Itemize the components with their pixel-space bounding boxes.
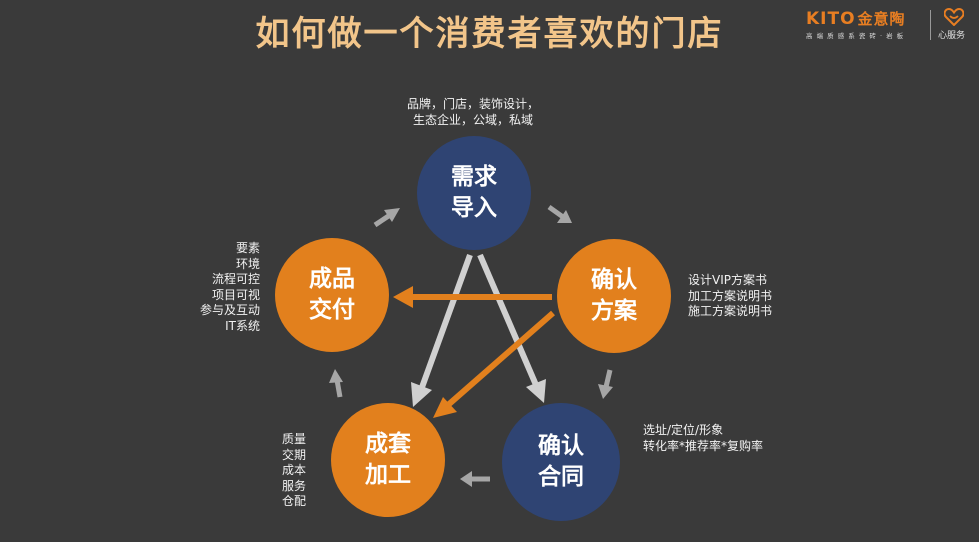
node-plan-line1: 确认 [591,267,637,293]
arrow-demand-to-contract [477,253,546,403]
node-demand-line2: 导入 [451,195,497,221]
logo-tagline: 高 端 质 感 系 瓷 砖 · 岩 板 [806,32,905,40]
logo-divider [930,10,931,40]
note-line: 交期 [282,447,307,462]
node-confirm-plan: 确认 方案 [557,239,671,353]
note-line: 加工方案说明书 [688,288,773,303]
note-line: 项目可视 [211,287,260,302]
node-delivery-line2: 交付 [309,297,355,323]
arrow-demand-to-processing [411,253,473,407]
note-line: 品牌，门店，装饰设计， [406,97,539,111]
node-processing-line2: 加工 [365,462,411,488]
arrow-plan-to-processing [433,310,555,418]
note-line: 生态企业，公域，私域 [412,112,533,127]
cycle-arrow-plan-to-contract [598,369,613,399]
note-line: 仓配 [282,494,307,508]
node-demand-line1: 需求 [451,164,497,190]
arrow-plan-to-delivery [393,286,552,308]
node-plan-line2: 方案 [591,298,637,324]
note-line: 选址/定位/形象 [643,423,724,437]
note-line: 质量 [282,432,307,446]
note-contract: 选址/定位/形象 转化率*推荐率*复购率 [643,423,763,454]
cycle-arrow-demand-to-plan [547,204,572,223]
node-contract-line2: 合同 [538,464,584,490]
node-assembly-processing: 成套 加工 [331,403,445,517]
note-line: 流程可控 [211,272,260,286]
note-line: 服务 [282,478,307,493]
note-processing: 质量 交期 成本 服务 仓配 [282,432,306,510]
note-line: 施工方案说明书 [688,304,773,318]
note-delivery: 要素 环境 流程可控 项目可视 参与及互动 IT系统 [180,241,260,334]
note-line: 要素 [235,241,260,255]
note-line: 环境 [235,256,260,271]
cycle-arrow-contract-to-processing [460,471,490,487]
node-product-delivery: 成品 交付 [275,238,389,352]
cycle-arrow-delivery-to-demand [373,208,400,228]
node-demand-import: 需求 导入 [417,136,531,250]
logo-brand-cn: 金意陶 [857,10,906,28]
note-line: IT系统 [225,318,260,333]
note-line: 设计VIP方案书 [688,273,767,287]
node-confirm-contract: 确认 合同 [502,403,620,521]
note-line: 参与及互动 [199,303,260,317]
logo-service: 心服务 [938,31,966,41]
logo-brand-en: KITO [806,9,856,29]
note-line: 成本 [282,463,307,477]
node-delivery-line1: 成品 [309,266,355,292]
page-title: 如何做一个消费者喜欢的门店 [255,14,724,54]
node-contract-line1: 确认 [538,433,584,459]
note-line: 转化率*推荐率*复购率 [643,438,764,453]
cycle-arrow-processing-to-delivery [329,369,343,398]
note-plan: 设计VIP方案书 加工方案说明书 施工方案说明书 [688,273,772,320]
heart-icon [944,8,964,26]
note-demand: 品牌，门店，装饰设计， 生态企业，公域，私域 [390,97,556,128]
node-processing-line1: 成套 [365,431,411,457]
